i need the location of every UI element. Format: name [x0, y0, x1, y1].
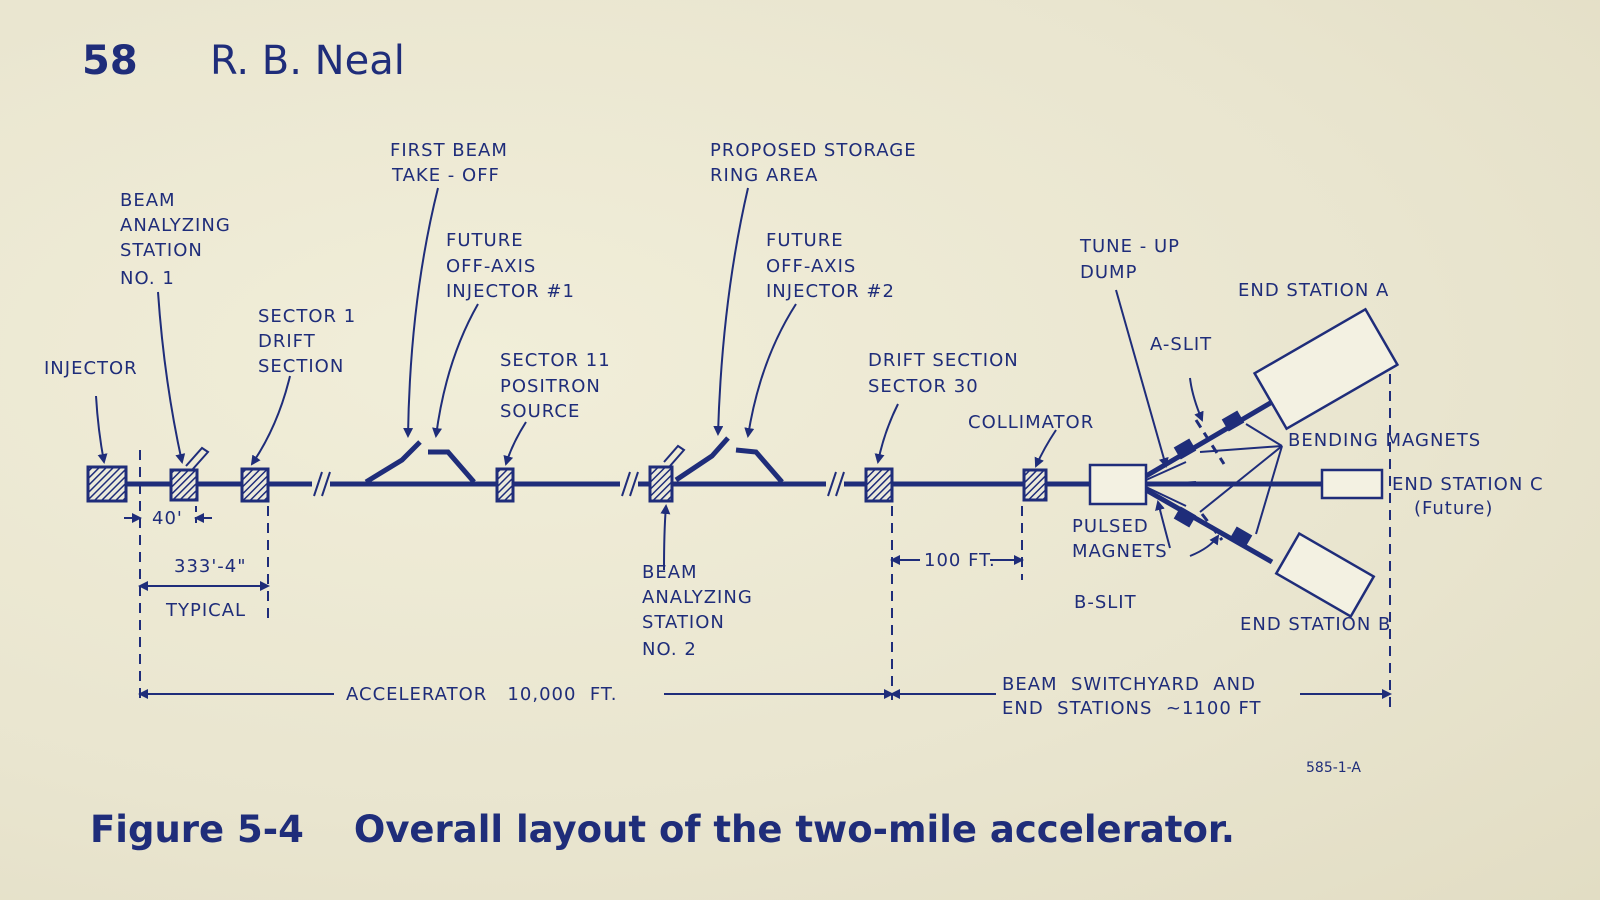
- label-line: MAGNETS: [1072, 541, 1168, 562]
- end-station-b: [1274, 531, 1376, 619]
- label-tune-up-dump: TUNE - UP DUMP: [1079, 236, 1180, 283]
- label-line: INJECTOR #1: [446, 281, 575, 302]
- leader-arrows: [95, 187, 1283, 571]
- label-proposed-storage: PROPOSED STORAGE RING AREA: [710, 140, 917, 186]
- dim-100: 100 FT.: [924, 550, 996, 571]
- label-sector-1: SECTOR 1 DRIFT SECTION: [258, 306, 356, 377]
- label-a-slit: A-SLIT: [1150, 334, 1212, 355]
- label-future-injector-2: FUTURE OFF-AXIS INJECTOR #2: [766, 230, 895, 302]
- label-line: BEAM: [642, 562, 698, 583]
- future-injector-2: [735, 447, 784, 484]
- dim-typical: TYPICAL: [165, 600, 246, 621]
- injector-block: [86, 465, 128, 503]
- label-b-slit: B-SLIT: [1074, 592, 1137, 613]
- label-line: SECTOR 11: [500, 350, 611, 371]
- page-number: 58: [82, 38, 138, 84]
- dimension-lines: [124, 374, 1392, 708]
- label-line: SECTOR 30: [868, 376, 979, 397]
- label-line: SECTOR 1: [258, 306, 356, 327]
- first-beam-takeoff: [364, 440, 422, 485]
- figure-label: Figure 5-4: [90, 808, 304, 851]
- beam-analyzing-station-2: [648, 465, 674, 503]
- pulsed-magnets-box: [1088, 463, 1148, 506]
- label-collimator: COLLIMATOR: [968, 412, 1094, 433]
- label-line: DUMP: [1080, 262, 1137, 283]
- label-line: FUTURE: [446, 230, 524, 251]
- label-first-beam: FIRST BEAM TAKE - OFF: [390, 140, 508, 186]
- label-line: FIRST BEAM: [390, 140, 508, 161]
- drawing-number: 585-1-A: [1306, 760, 1361, 776]
- label-line: SOURCE: [500, 401, 580, 422]
- label-future-injector-1: FUTURE OFF-AXIS INJECTOR #1: [446, 230, 575, 302]
- label-line: STATION: [120, 240, 203, 261]
- label-end-station-c-future: (Future): [1414, 498, 1493, 519]
- drift-section-sector-30: [864, 467, 894, 503]
- figure-caption-text: Overall layout of the two-mile accelerat…: [353, 808, 1235, 851]
- label-bas-2: BEAM ANALYZING STATION NO. 2: [642, 562, 753, 660]
- figure-caption: Figure 5-4 Overall layout of the two-mile…: [90, 808, 1235, 851]
- label-end-station-b: END STATION B: [1240, 614, 1391, 635]
- dim-40: 40': [152, 508, 183, 529]
- end-station-c: [1320, 468, 1384, 500]
- label-line: OFF-AXIS: [766, 256, 856, 277]
- label-pulsed-magnets: PULSED MAGNETS: [1072, 516, 1168, 562]
- label-line: FUTURE: [766, 230, 844, 251]
- storage-ring-takeoff: [674, 436, 730, 483]
- bending-magnets: [1173, 410, 1253, 548]
- sector-1-drift-block: [240, 467, 270, 503]
- dim-switchyard: BEAM SWITCHYARD AND END STATIONS ~1100 F…: [1002, 674, 1262, 719]
- sector-11-positron-source: [495, 467, 515, 503]
- label-line: NO. 2: [642, 639, 697, 660]
- label-injector: INJECTOR: [44, 358, 138, 379]
- label-line: OFF-AXIS: [446, 256, 536, 277]
- label-drift-30: DRIFT SECTION SECTOR 30: [868, 350, 1019, 397]
- label-line: DRIFT SECTION: [868, 350, 1019, 371]
- author-name: R. B. Neal: [210, 38, 405, 84]
- label-line: DRIFT: [258, 331, 316, 352]
- label-line: END STATIONS ~1100 FT: [1002, 698, 1262, 719]
- label-line: STATION: [642, 612, 725, 633]
- collimator-block: [1022, 468, 1048, 502]
- label-line: TUNE - UP: [1079, 236, 1180, 257]
- break-marks: [313, 471, 845, 497]
- label-line: NO. 1: [120, 268, 175, 289]
- label-line: INJECTOR #2: [766, 281, 895, 302]
- label-line: BEAM: [120, 190, 176, 211]
- label-line: BEAM SWITCHYARD AND: [1002, 674, 1256, 695]
- future-injector-1: [428, 449, 476, 484]
- label-bending-magnets: BENDING MAGNETS: [1288, 430, 1481, 451]
- label-line: TAKE - OFF: [391, 165, 500, 186]
- label-line: SECTION: [258, 356, 344, 377]
- label-end-station-c: END STATION C: [1392, 474, 1544, 495]
- label-line: RING AREA: [710, 165, 818, 186]
- label-line: ANALYZING: [642, 587, 753, 608]
- label-sector-11: SECTOR 11 POSITRON SOURCE: [500, 350, 611, 422]
- end-station-a: [1252, 307, 1400, 431]
- label-line: PULSED: [1072, 516, 1149, 537]
- label-bas-1: BEAM ANALYZING STATION NO. 1: [120, 190, 231, 289]
- label-line: POSITRON: [500, 376, 601, 397]
- beam-analyzing-station-1: [169, 468, 199, 502]
- label-line: PROPOSED STORAGE: [710, 140, 917, 161]
- dim-333: 333'-4": [174, 556, 247, 577]
- dim-accelerator: ACCELERATOR 10,000 FT.: [346, 684, 617, 705]
- label-line: ANALYZING: [120, 215, 231, 236]
- label-end-station-a: END STATION A: [1238, 280, 1389, 301]
